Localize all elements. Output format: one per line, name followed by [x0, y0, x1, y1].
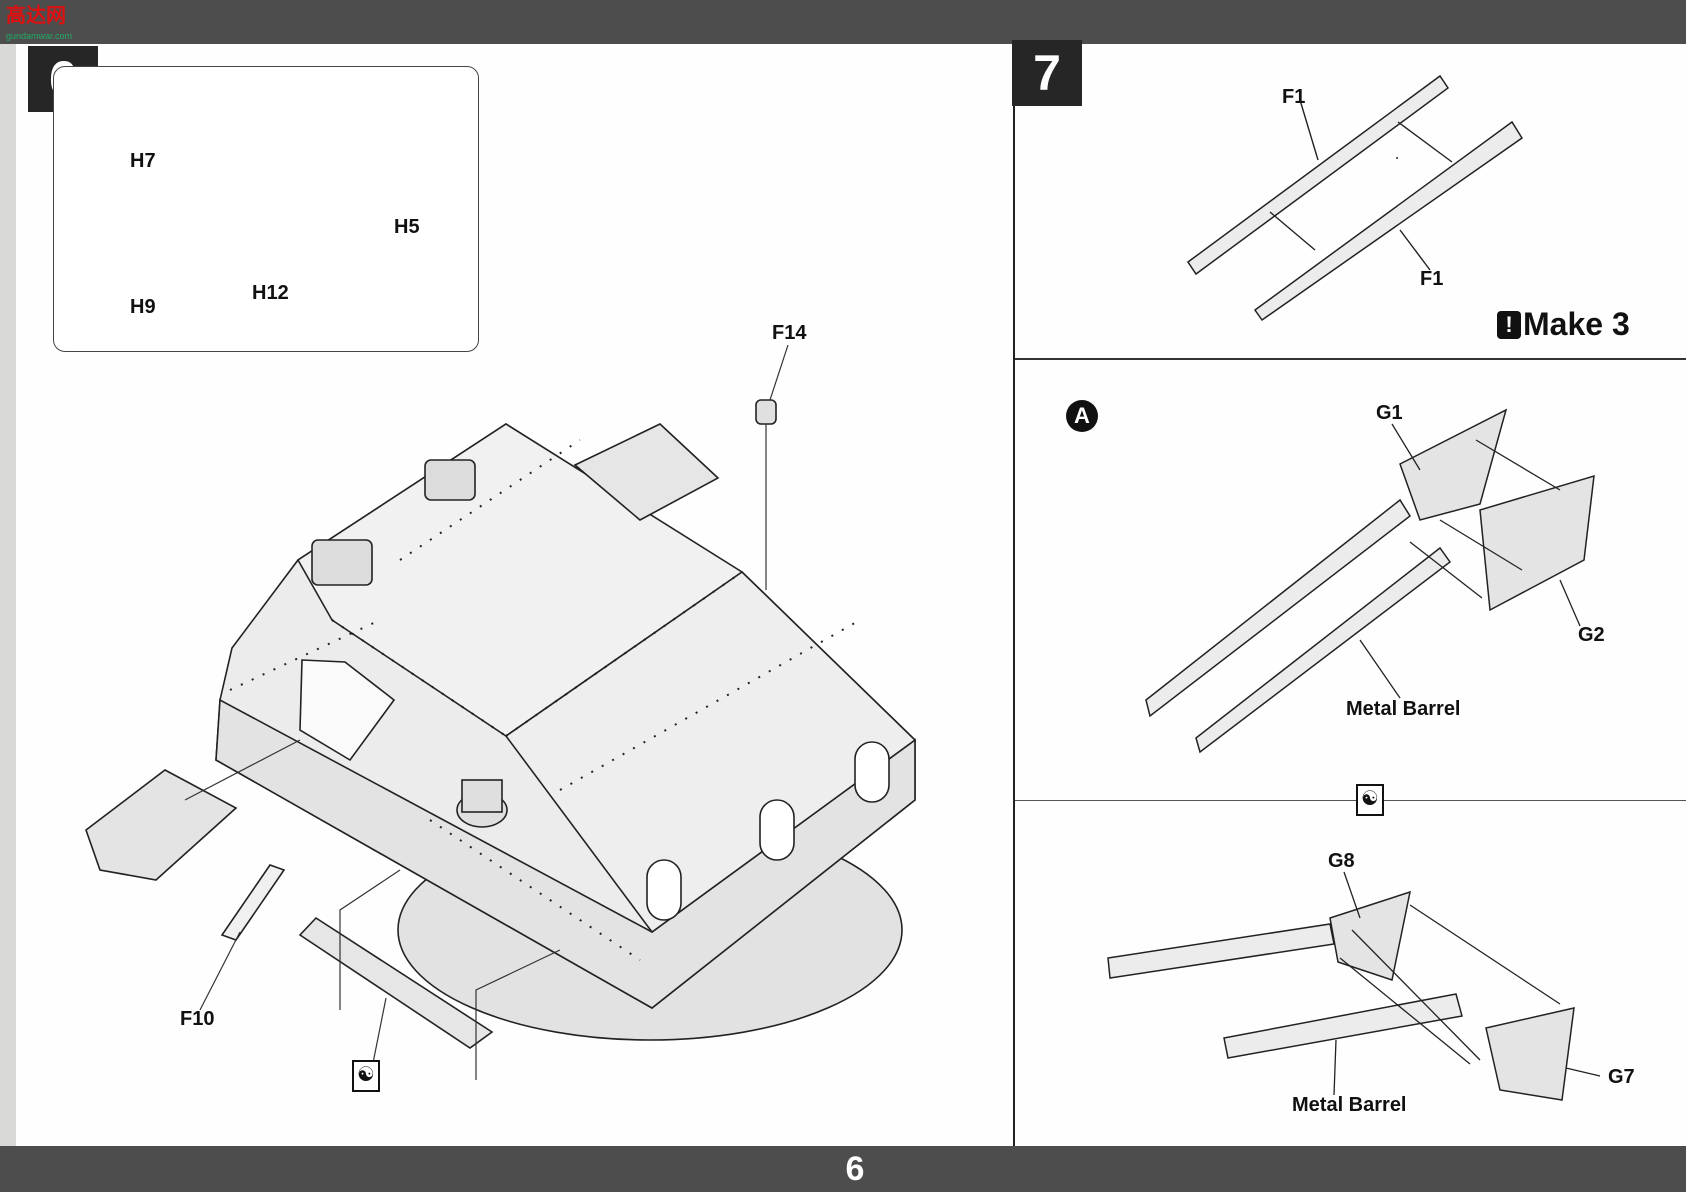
make-note: ! Make 3 — [1497, 306, 1630, 343]
watermark-logo: 高达网 gundamwar.com — [6, 5, 72, 41]
part-label-g1: G1 — [1376, 402, 1403, 424]
barrel-assembly-a-arrows — [1359, 423, 1581, 699]
warning-icon: ! — [1497, 310, 1521, 339]
part-label-h12: H12 — [252, 282, 289, 304]
top-bar — [0, 0, 1686, 44]
section-divider-bottom — [1015, 800, 1686, 801]
watermark-text: 高达网 — [6, 5, 66, 27]
metal-barrel-label-a: Metal Barrel — [1346, 698, 1461, 720]
part-label-h7: H7 — [130, 150, 156, 172]
part-label-h9: H9 — [130, 296, 156, 318]
barrel-assembly-b-drawing — [1107, 890, 1575, 1101]
part-label-f14: F14 — [772, 322, 807, 344]
metal-barrel-label-b: Metal Barrel — [1292, 1094, 1407, 1116]
page-number: 6 — [845, 1150, 865, 1188]
barrel-halves-drawing — [1186, 74, 1524, 322]
barrel-halves-arrows — [1269, 99, 1453, 271]
barrel-assembly-b-arrows — [1333, 871, 1601, 1096]
part-label-f1-bottom: F1 — [1420, 268, 1444, 290]
step-6-inset-box — [53, 66, 479, 352]
turret-drawing — [85, 399, 917, 1049]
part-label-f1-top: F1 — [1282, 86, 1306, 108]
step-7-badge: 7 — [1012, 40, 1082, 106]
part-label-g7: G7 — [1608, 1066, 1635, 1088]
make-note-text: Make 3 — [1523, 306, 1630, 342]
barrel-assembly-a-drawing — [1145, 408, 1595, 754]
turret-rivets — [229, 439, 861, 961]
section-divider-top — [1015, 358, 1686, 360]
column-divider — [1013, 44, 1015, 1146]
glue-icon-section: ☯ — [1356, 784, 1384, 816]
part-label-g2: G2 — [1578, 624, 1605, 646]
watermark-subtext: gundamwar.com — [6, 31, 73, 41]
part-label-g8: G8 — [1328, 850, 1355, 872]
part-label-h5: H5 — [394, 216, 420, 238]
turret-leaders — [184, 344, 789, 1080]
subassembly-a-marker: A — [1066, 400, 1098, 432]
bottom-bar — [0, 1146, 1686, 1192]
glue-icon: ☯ — [352, 1060, 380, 1092]
part-label-f10: F10 — [180, 1008, 215, 1030]
